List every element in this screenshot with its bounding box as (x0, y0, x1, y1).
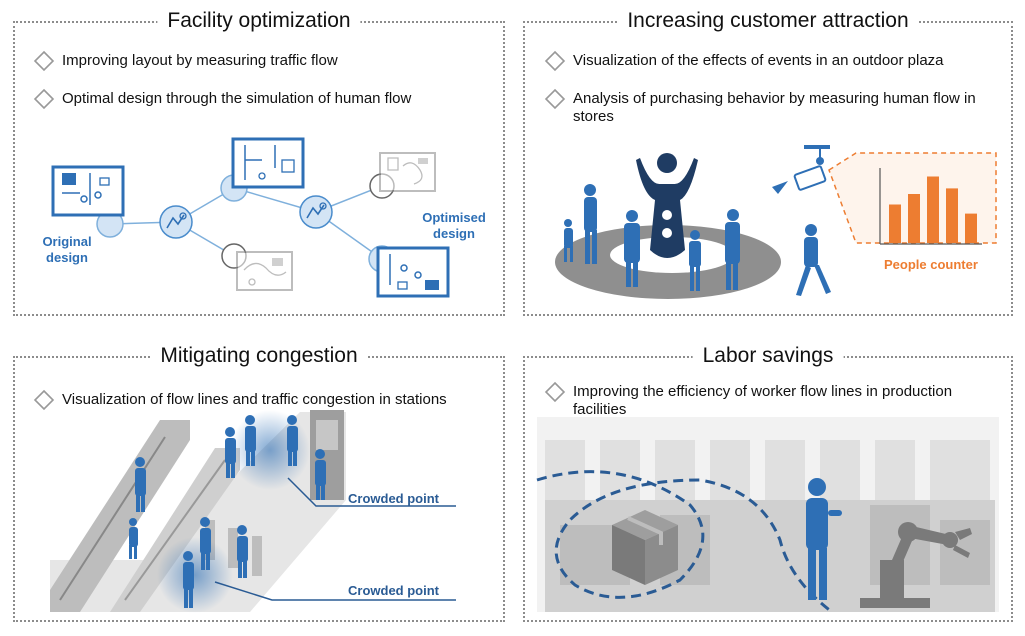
counter-bar (889, 204, 901, 243)
facility-bullet-1-text: Improving layout by measuring traffic fl… (62, 52, 338, 69)
camera-icon (772, 145, 830, 194)
diamond-bullet-icon (544, 381, 566, 403)
congestion-bullet-1-text: Visualization of flow lines and traffic … (62, 391, 447, 408)
diamond-bullet-icon (33, 50, 55, 72)
mitigating-congestion-title: Mitigating congestion (150, 343, 368, 369)
congestion-bullet-1: Visualization of flow lines and traffic … (32, 389, 447, 412)
floor-plan-icon (231, 137, 305, 189)
floor-plan-icon (379, 152, 436, 192)
box-icon (612, 510, 678, 585)
facility-bullet-2-text: Optimal design through the simulation of… (62, 90, 412, 107)
diamond-bullet-icon (33, 389, 55, 411)
customer-attraction-title: Increasing customer attraction (617, 8, 919, 34)
labor-bullet-1-text: Improving the efficiency of worker flow … (573, 383, 953, 418)
analytics-node-icon (299, 195, 333, 229)
labor-savings-title: Labor savings (692, 343, 844, 369)
counter-bar (908, 194, 920, 243)
passenger-figures (129, 415, 326, 608)
counter-bar (965, 213, 977, 243)
facility-bullet-2: Optimal design through the simulation of… (32, 88, 412, 111)
customer-bullet-2-text: Analysis of purchasing behavior by measu… (573, 90, 976, 125)
diamond-bullet-icon (544, 50, 566, 72)
crowded-point-label-2: Crowded point (348, 583, 439, 598)
people-counter-chart (889, 176, 977, 243)
analytics-node-icon (159, 205, 193, 239)
diamond-bullet-icon (544, 88, 566, 110)
optimised-design-label: Optimised design (422, 210, 486, 241)
floor-plan-icon (51, 165, 125, 217)
floor-plan-icon (376, 246, 450, 298)
customer-bullet-1-text: Visualization of the effects of events i… (573, 52, 944, 69)
people-counter-label: People counter (884, 257, 978, 272)
crowded-point-label-1: Crowded point (348, 491, 439, 506)
floor-plan-icon (236, 251, 293, 291)
diamond-bullet-icon (33, 88, 55, 110)
worker-figure (806, 478, 842, 600)
people-figures (564, 184, 831, 296)
original-design-label: Original design (42, 234, 92, 265)
counter-bar (946, 188, 958, 243)
customer-bullet-2: Analysis of purchasing behavior by measu… (543, 88, 1003, 126)
customer-bullet-1: Visualization of the effects of events i… (543, 50, 944, 73)
robot-arm-icon (860, 522, 972, 608)
counter-bar (927, 176, 939, 243)
facility-optimization-title: Facility optimization (157, 8, 361, 34)
facility-bullet-1: Improving layout by measuring traffic fl… (32, 50, 338, 73)
labor-bullet-1: Improving the efficiency of worker flow … (543, 381, 1005, 419)
